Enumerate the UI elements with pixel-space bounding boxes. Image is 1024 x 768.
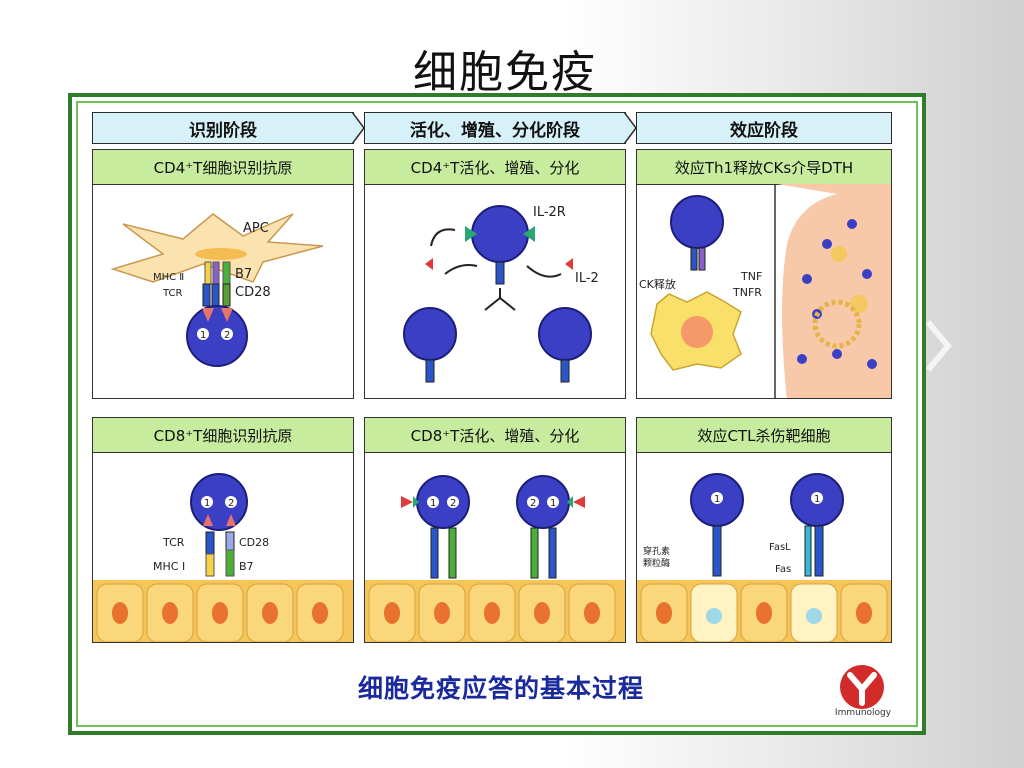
signal-1: 1 (204, 498, 210, 509)
signal-2: 2 (530, 498, 536, 509)
phase-recognition: 识别阶段 (92, 112, 354, 144)
signal-1: 1 (714, 494, 720, 505)
label-cd28: CD28 (239, 536, 269, 549)
panel-title: 效应CTL杀伤靶细胞 (637, 418, 891, 453)
signal-2: 2 (228, 498, 234, 509)
phase-arrow-icon (352, 112, 365, 144)
diagram-caption: 细胞免疫应答的基本过程 (357, 674, 644, 703)
panel-ctl-killing: 效应CTL杀伤靶细胞 1 1 穿孔素 颗粒酶 FasL Fas (636, 417, 892, 643)
panel-title: CD4⁺T活化、增殖、分化 (365, 150, 625, 185)
panel-cd4-activation: CD4⁺T活化、增殖、分化 IL-2R IL-2 (364, 149, 626, 399)
phase-effector: 效应阶段 (636, 112, 892, 144)
panel-th1-dth: 效应Th1释放CKs介导DTH CK释放 TNF TNFR (636, 149, 892, 399)
signal-1: 1 (550, 498, 556, 509)
phase-arrow-icon (624, 112, 637, 144)
label-il2: IL-2 (575, 271, 599, 286)
cd8-recognition-diagram: 1 2 TCR CD28 MHC Ⅰ B7 (93, 473, 353, 642)
panel-cd8-activation: CD8⁺T活化、增殖、分化 1 2 2 1 (364, 417, 626, 643)
signal-2: 2 (450, 498, 456, 509)
label-perforin: 穿孔素 (643, 545, 670, 557)
label-il2r: IL-2R (533, 205, 566, 220)
label-mhc2: MHC Ⅱ (153, 272, 184, 283)
signal-1: 1 (200, 330, 206, 341)
label-b7: B7 (235, 267, 252, 282)
panel-cd8-recognition: CD8⁺T细胞识别抗原 1 2 TCR CD28 MHC Ⅰ B7 (92, 417, 354, 643)
panel-title: CD4⁺T细胞识别抗原 (93, 150, 353, 185)
diagram-frame: 识别阶段 活化、增殖、分化阶段 效应阶段 CD4⁺T细胞识别抗原 APC MHC… (68, 93, 926, 735)
slide-title: 细胞免疫 (413, 47, 597, 98)
epithelium (637, 580, 891, 642)
label-cd28: CD28 (235, 285, 271, 300)
label-ck-release: CK释放 (639, 277, 676, 291)
label-apc: APC (243, 221, 269, 236)
label-fasl: FasL (769, 542, 791, 553)
t-cell (186, 305, 248, 367)
cd4-recognition-diagram: APC MHC Ⅱ TCR B7 CD28 1 2 (110, 213, 324, 367)
label-tcr: TCR (162, 288, 183, 299)
label-granzyme: 颗粒酶 (643, 557, 670, 569)
label-tnf: TNF (740, 270, 762, 283)
signal-2: 2 (224, 330, 230, 341)
signal-1: 1 (814, 494, 820, 505)
label-b7: B7 (239, 560, 254, 573)
th1-dth-diagram: CK释放 TNF TNFR (639, 184, 891, 398)
label-tcr: TCR (162, 536, 185, 549)
logo-text: Immunology (834, 708, 892, 718)
cd8-activation-diagram: 1 2 2 1 (365, 475, 625, 642)
signal-1: 1 (430, 498, 436, 509)
phase-activation: 活化、增殖、分化阶段 (364, 112, 626, 144)
panel-title: 效应Th1释放CKs介导DTH (637, 150, 891, 185)
next-slide-chevron-icon[interactable] (924, 318, 954, 374)
label-tnfr: TNFR (732, 286, 762, 299)
panel-title: CD8⁺T细胞识别抗原 (93, 418, 353, 453)
epithelium (93, 580, 353, 642)
immunology-logo-icon (840, 665, 884, 709)
ctl-killing-diagram: 1 1 穿孔素 颗粒酶 FasL Fas (637, 473, 891, 642)
epithelium (365, 580, 625, 642)
panel-title: CD8⁺T活化、增殖、分化 (365, 418, 625, 453)
panel-cd4-recognition: CD4⁺T细胞识别抗原 APC MHC Ⅱ TCR B7 CD28 (92, 149, 354, 399)
cd4-activation-diagram: IL-2R IL-2 (403, 205, 599, 383)
label-mhc1: MHC Ⅰ (153, 560, 185, 573)
label-fas: Fas (775, 564, 791, 575)
